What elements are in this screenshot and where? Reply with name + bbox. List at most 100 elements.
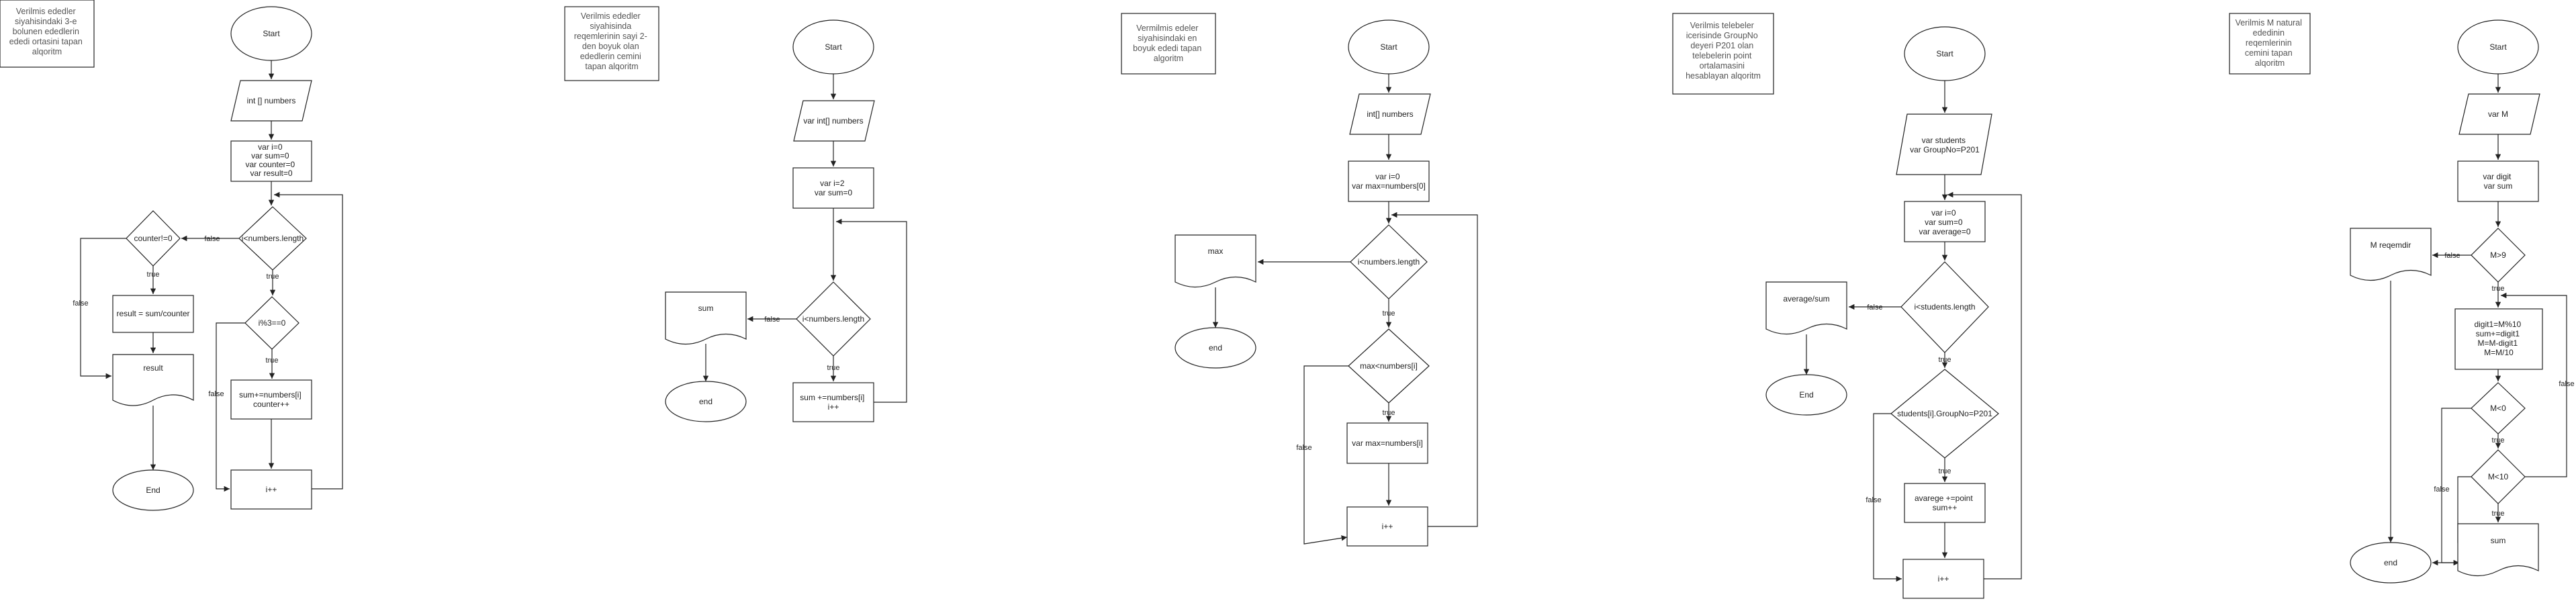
- node-label: var max=numbers[i]: [1352, 438, 1423, 448]
- start-node[interactable]: Start: [1348, 19, 1430, 75]
- node-label: var i=0 var sum=0 var counter=0 var resu…: [245, 142, 297, 178]
- output-node[interactable]: result: [112, 354, 194, 406]
- edge-label-true: true: [1383, 310, 1395, 318]
- node-label: var counter=0: [245, 160, 295, 169]
- node-label: Start: [1380, 42, 1397, 52]
- init-process[interactable]: var i=2 var sum=0: [792, 167, 874, 209]
- increment-process[interactable]: i++: [230, 469, 312, 510]
- decision-counter[interactable]: counter!=0: [126, 210, 181, 267]
- node-label: M reqemdir: [2371, 240, 2411, 250]
- node-label: hesablayan alqoritm: [1686, 71, 1761, 81]
- decision-inner[interactable]: i%3==0: [244, 296, 300, 350]
- node-label: var average=0: [1919, 227, 1970, 236]
- node-label: bolunen ededlerin: [13, 27, 79, 36]
- node-label: end: [2384, 558, 2397, 567]
- decision-main[interactable]: i<numbers.length: [1350, 224, 1428, 299]
- node-label: M>9: [2490, 250, 2506, 260]
- edge-label-false: false: [2444, 252, 2460, 260]
- node-label: int[] numbers: [1367, 109, 1413, 119]
- edge-label-true: true: [2492, 436, 2505, 445]
- body-process[interactable]: var max=numbers[i]: [1346, 422, 1428, 464]
- decision-main[interactable]: i<numbers.length: [238, 206, 307, 271]
- output-node[interactable]: max: [1175, 234, 1256, 288]
- output-main-node[interactable]: sum: [2457, 523, 2539, 577]
- init-process[interactable]: var digit var sum: [2457, 160, 2539, 202]
- note-text: Verilmis ededler siyahisindaki 3-e bolun…: [9, 7, 85, 56]
- edge-label-true: true: [2492, 510, 2505, 518]
- node-label: Vermilmis edeler: [1136, 24, 1198, 33]
- edge-label-false: false: [2559, 380, 2574, 388]
- edge-label-false: false: [2434, 485, 2449, 494]
- init-process[interactable]: var i=0 var sum=0 var counter=0 var resu…: [230, 140, 312, 182]
- end-node[interactable]: end: [665, 381, 747, 422]
- input-node[interactable]: var M: [2458, 93, 2540, 135]
- output-side-node[interactable]: M reqemdir: [2350, 228, 2432, 281]
- node-label: Start: [1936, 49, 1953, 58]
- node-label: var M: [2488, 109, 2508, 119]
- node-label: students[i].GroupNo=P201: [1897, 409, 1992, 418]
- decision-a[interactable]: M<0: [2471, 382, 2526, 434]
- start-node[interactable]: Start: [792, 19, 874, 75]
- increment-process[interactable]: i++: [1346, 506, 1428, 547]
- input-node[interactable]: var int[] numbers: [793, 100, 875, 142]
- node-label: i<numbers.length: [242, 234, 304, 243]
- body-process[interactable]: avarege +=point sum++: [1904, 483, 1986, 523]
- node-label: ededlerin cemini: [580, 52, 641, 61]
- input-node[interactable]: int[] numbers: [1349, 93, 1431, 135]
- edge-label-false: false: [764, 316, 780, 324]
- node-label: average/sum: [1783, 294, 1829, 304]
- end-node[interactable]: End: [1765, 374, 1847, 416]
- body-process[interactable]: sum+=numbers[i] counter++: [230, 379, 312, 420]
- end-node[interactable]: end: [1175, 327, 1256, 369]
- edge-label-false: false: [208, 390, 224, 398]
- start-node[interactable]: Start: [1904, 26, 1986, 81]
- node-label: sum+=numbers[i] counter++: [239, 390, 304, 409]
- end-node[interactable]: end: [2350, 542, 2432, 584]
- body-process[interactable]: sum +=numbers[i] i++: [792, 382, 874, 422]
- input-node[interactable]: int [] numbers: [230, 80, 312, 122]
- note-box: Verilmis M natural ededinin reqemlerinin…: [2229, 13, 2311, 75]
- decision-inner[interactable]: max<numbers[i]: [1348, 328, 1430, 404]
- node-label: telebelerin point: [1692, 51, 1752, 60]
- node-label: end: [699, 397, 712, 406]
- node-label: i<students.length: [1914, 302, 1975, 312]
- input-node[interactable]: var students var GroupNo=P201: [1896, 113, 1992, 175]
- edge-label-false: false: [73, 299, 88, 308]
- start-node[interactable]: Start: [230, 6, 312, 61]
- node-label: var i=2 var sum=0: [815, 179, 853, 197]
- node-label: M<0: [2490, 404, 2506, 413]
- decision-b[interactable]: M<10: [2471, 449, 2526, 504]
- decision-main[interactable]: i<students.length: [1900, 261, 1989, 353]
- edge-label-true: true: [1383, 409, 1395, 417]
- output-node[interactable]: sum: [665, 291, 747, 345]
- node-label: cemini tapan: [2245, 48, 2293, 58]
- node-label: var i=2: [820, 179, 845, 188]
- node-label: var sum=0: [1925, 218, 1963, 227]
- edge-label-true: true: [827, 364, 840, 372]
- init-process[interactable]: var i=0 var max=numbers[0]: [1348, 160, 1430, 202]
- edge: [1303, 365, 1348, 545]
- increment-process[interactable]: i++: [1902, 559, 1984, 599]
- flowchart-d3: Vermilmis edeler siyahisindaki en boyuk …: [1121, 13, 1478, 547]
- flowchart-d4: Verilmis telebeler icerisinde GroupNo de…: [1672, 13, 2022, 599]
- note-text: Verilmis ededler siyahisinda reqemlerini…: [574, 11, 650, 71]
- note-box: Verilmis ededler siyahisindaki 3-e bolun…: [0, 0, 95, 68]
- node-label: max<numbers[i]: [1360, 361, 1418, 371]
- end-node[interactable]: End: [112, 469, 194, 511]
- node-label: avarege +=point sum++: [1915, 494, 1975, 512]
- body-process[interactable]: digit1=M%10 sum+=digit1 M=M-digit1 M=M/1…: [2454, 308, 2543, 370]
- start-node[interactable]: Start: [2457, 19, 2539, 75]
- node-label: i<numbers.length: [802, 314, 864, 324]
- node-label: M<10: [2488, 472, 2509, 481]
- decision-main[interactable]: M>9: [2471, 228, 2526, 283]
- flowchart-d1: Verilmis ededler siyahisindaki 3-e bolun…: [0, 0, 343, 511]
- loop-back-edge: [274, 191, 343, 490]
- decision-main[interactable]: i<numbers.length: [796, 281, 871, 357]
- node-label: avarege +=point: [1915, 494, 1973, 503]
- init-process[interactable]: var i=0 var sum=0 var average=0: [1904, 201, 1986, 242]
- output-node[interactable]: average/sum: [1765, 281, 1847, 335]
- node-label: den boyuk olan: [582, 42, 639, 51]
- result-process[interactable]: result = sum/counter: [112, 295, 194, 333]
- node-label: sum +=numbers[i]: [800, 393, 864, 402]
- decision-inner[interactable]: students[i].GroupNo=P201: [1890, 369, 1999, 459]
